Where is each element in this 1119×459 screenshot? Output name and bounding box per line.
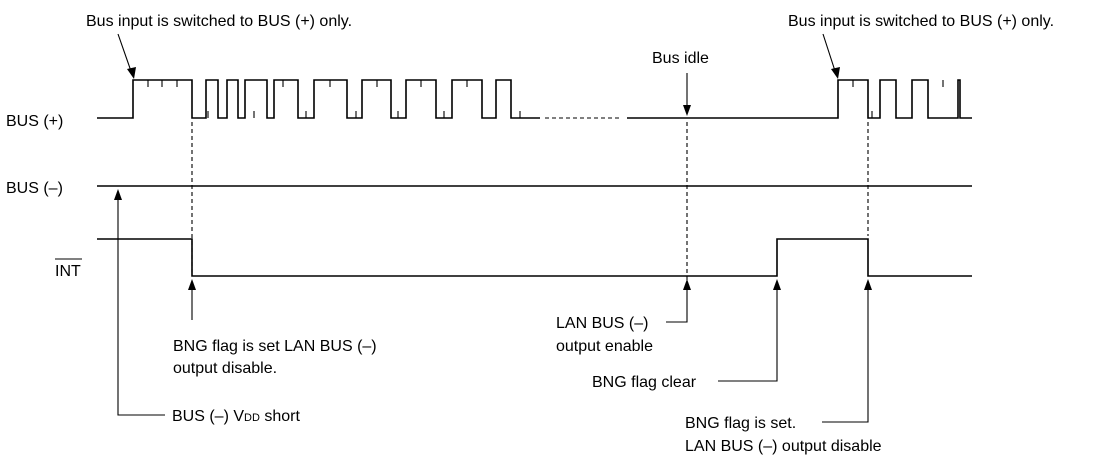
switch-left-text: Bus input is switched to BUS (+) only. xyxy=(86,13,352,30)
bng-set-2-text-2: LAN BUS (–) output disable xyxy=(685,438,882,455)
vdd-short-text: BUS (–) VDD short xyxy=(172,408,300,425)
bus-plus-waveform xyxy=(97,79,972,119)
bus-idle-arrowhead xyxy=(683,105,691,116)
bng-clear-arrowhead xyxy=(773,279,781,290)
bng-set-text-2: output disable. xyxy=(173,360,277,377)
bus-plus-trace-2 xyxy=(627,79,972,119)
annotation-switch-right: Bus input is switched to BUS (+) only. xyxy=(788,13,1054,79)
switch-left-arrowhead xyxy=(127,67,136,79)
signal-label-int: INT xyxy=(55,258,82,280)
annotation-bng-set-2: BNG flag is set. LAN BUS (–) output disa… xyxy=(685,279,882,455)
vdd-short-arrowhead xyxy=(114,189,122,200)
vdd-short-subscript: DD xyxy=(244,412,260,424)
bng-clear-leader xyxy=(718,288,778,382)
annotation-bus-idle: Bus idle xyxy=(652,50,709,116)
annotation-vdd-short: BUS (–) VDD short xyxy=(114,189,300,425)
bng-set-arrowhead xyxy=(188,279,196,290)
switch-right-arrowhead xyxy=(831,67,840,79)
lan-enable-leader xyxy=(666,288,688,323)
switch-left-leader xyxy=(117,33,133,75)
lan-enable-text-2: output enable xyxy=(556,338,653,355)
bus-plus-trace-1 xyxy=(97,79,540,119)
switch-right-leader xyxy=(822,33,837,75)
lan-enable-arrowhead xyxy=(683,279,691,290)
annotation-switch-left: Bus input is switched to BUS (+) only. xyxy=(86,13,352,79)
annotation-bng-set: BNG flag is set LAN BUS (–) output disab… xyxy=(173,279,377,377)
bng-set-2-arrowhead xyxy=(864,279,872,290)
vdd-short-leader xyxy=(117,198,165,416)
signal-label-int-text: INT xyxy=(55,263,81,280)
switch-right-text: Bus input is switched to BUS (+) only. xyxy=(788,13,1054,30)
bng-set-2-leader xyxy=(822,288,869,423)
annotation-lan-enable: LAN BUS (–) output enable xyxy=(556,279,691,355)
signal-label-bus-plus: BUS (+) xyxy=(6,113,63,130)
signal-label-bus-minus: BUS (–) xyxy=(6,180,63,197)
bng-set-2-text-1: BNG flag is set. xyxy=(685,415,796,432)
bus-idle-text: Bus idle xyxy=(652,50,709,67)
bng-clear-text: BNG flag clear xyxy=(592,374,697,391)
lan-enable-text-1: LAN BUS (–) xyxy=(556,315,648,332)
vdd-short-suffix: short xyxy=(260,408,301,425)
int-waveform xyxy=(97,238,972,277)
annotation-bng-clear: BNG flag clear xyxy=(592,279,781,391)
vdd-short-prefix: BUS (–) V xyxy=(172,408,244,425)
bng-set-text-1: BNG flag is set LAN BUS (–) xyxy=(173,338,377,355)
